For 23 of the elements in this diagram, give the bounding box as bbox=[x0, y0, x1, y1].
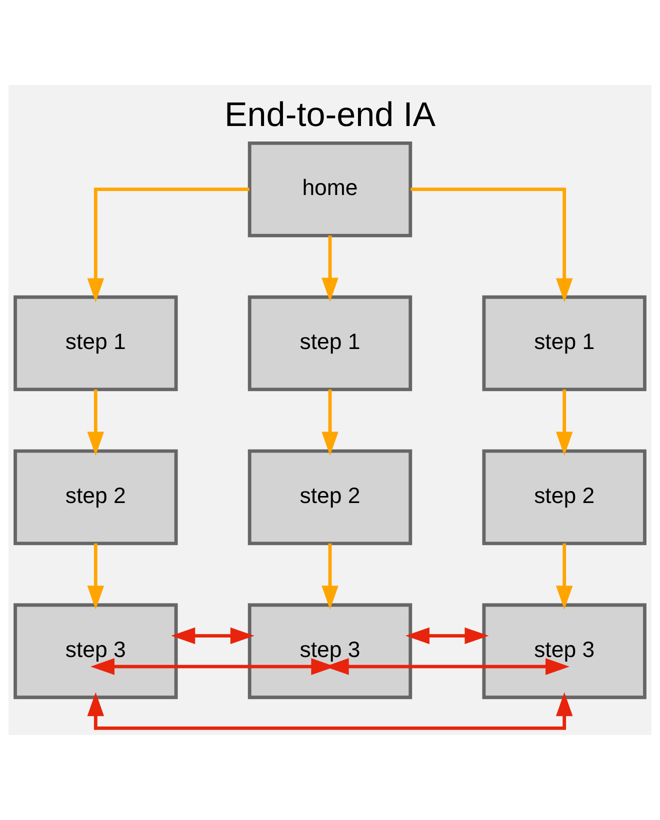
arrow bbox=[322, 236, 338, 302]
diagram-title: End-to-end IA bbox=[224, 96, 436, 134]
arrow bbox=[87, 389, 104, 456]
arrow bbox=[171, 627, 254, 644]
node-box: step 3 bbox=[248, 603, 412, 700]
arrow bbox=[87, 692, 573, 730]
arrow bbox=[556, 543, 573, 610]
node-box: step 2 bbox=[14, 449, 178, 546]
node-box: step 2 bbox=[248, 449, 412, 546]
arrow bbox=[87, 543, 104, 610]
arrow bbox=[410, 188, 573, 302]
node-box: step 3 bbox=[482, 603, 646, 700]
arrow bbox=[322, 543, 338, 610]
node-box: step 1 bbox=[248, 295, 412, 392]
node-box: step 3 bbox=[14, 603, 178, 700]
node-box: step 2 bbox=[482, 449, 646, 546]
node-box: step 1 bbox=[482, 295, 646, 392]
arrow bbox=[405, 627, 489, 644]
node-box: home bbox=[248, 141, 412, 238]
arrow bbox=[556, 389, 573, 456]
arrow bbox=[322, 389, 338, 456]
arrow bbox=[87, 188, 250, 302]
node-box: step 1 bbox=[14, 295, 178, 392]
